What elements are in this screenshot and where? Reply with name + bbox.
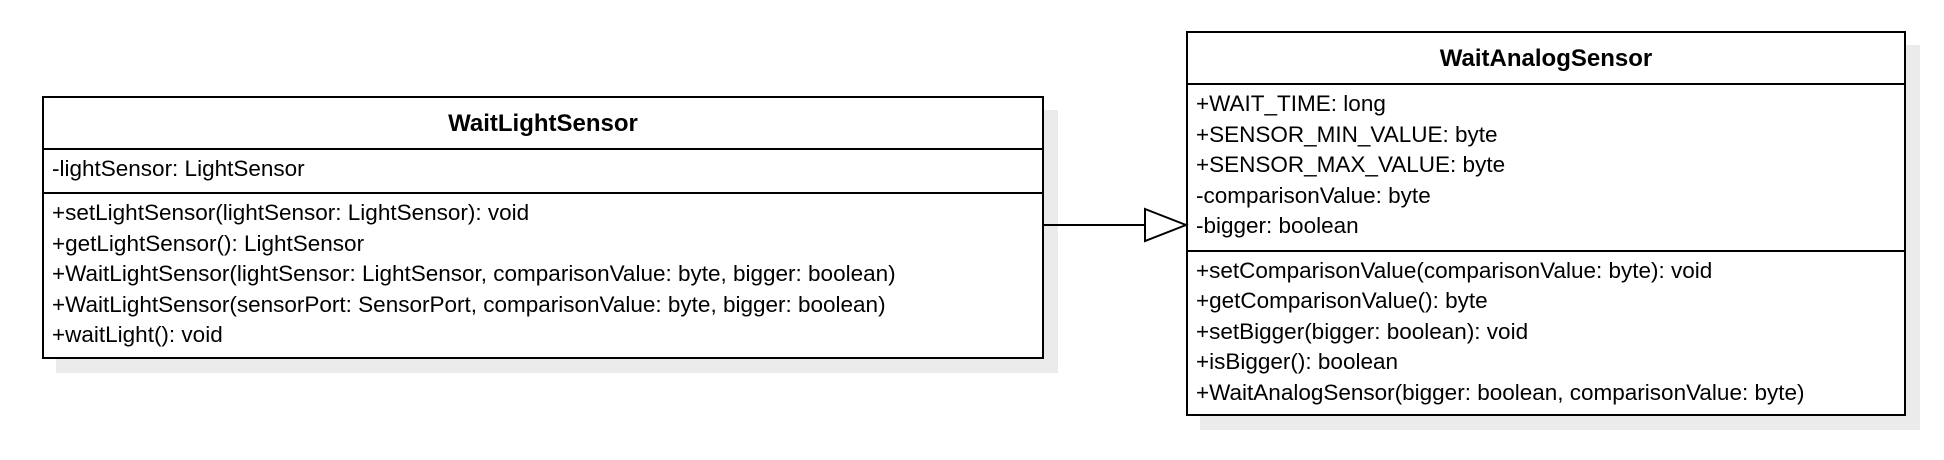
operation: +WaitLightSensor(sensorPort: SensorPort,… [52,291,886,317]
operation: +getComparisonValue(): byte [1196,288,1488,313]
generalization-arrow[interactable] [1044,207,1189,243]
operations-compartment: +setLightSensor(lightSensor: LightSensor… [44,192,1042,357]
attributes-compartment: -lightSensor: LightSensor [44,150,1042,192]
attribute: -comparisonValue: byte [1196,182,1431,208]
class-name: WaitLightSensor [44,98,1042,150]
attribute: +WAIT_TIME: long [1196,91,1386,116]
attribute: +SENSOR_MIN_VALUE: byte [1196,121,1498,147]
operation: +isBigger(): boolean [1196,349,1398,374]
operation: +setBigger(bigger: boolean): void [1196,318,1529,344]
operations-compartment: +setComparisonValue(comparisonValue: byt… [1188,249,1904,415]
operation: +WaitLightSensor(lightSensor: LightSenso… [52,261,896,286]
operation: +WaitAnalogSensor(bigger: boolean, compa… [1196,379,1805,405]
operation: +setLightSensor(lightSensor: LightSensor… [52,200,530,225]
class-name: WaitAnalogSensor [1188,33,1904,85]
hollow-triangle-arrowhead-icon [1144,207,1189,243]
attributes-compartment: +WAIT_TIME: long +SENSOR_MIN_VALUE: byte… [1188,85,1904,250]
operation: +waitLight(): void [52,322,223,347]
attribute: -lightSensor: LightSensor [52,156,305,181]
attribute: +SENSOR_MAX_VALUE: byte [1196,152,1506,177]
attribute: -bigger: boolean [1196,213,1359,238]
class-box-wait-analog-sensor[interactable]: WaitAnalogSensor +WAIT_TIME: long +SENSO… [1186,31,1906,416]
operation: +getLightSensor(): LightSensor [52,230,365,256]
operation: +setComparisonValue(comparisonValue: byt… [1196,257,1713,283]
class-box-wait-light-sensor[interactable]: WaitLightSensor -lightSensor: LightSenso… [42,96,1044,359]
